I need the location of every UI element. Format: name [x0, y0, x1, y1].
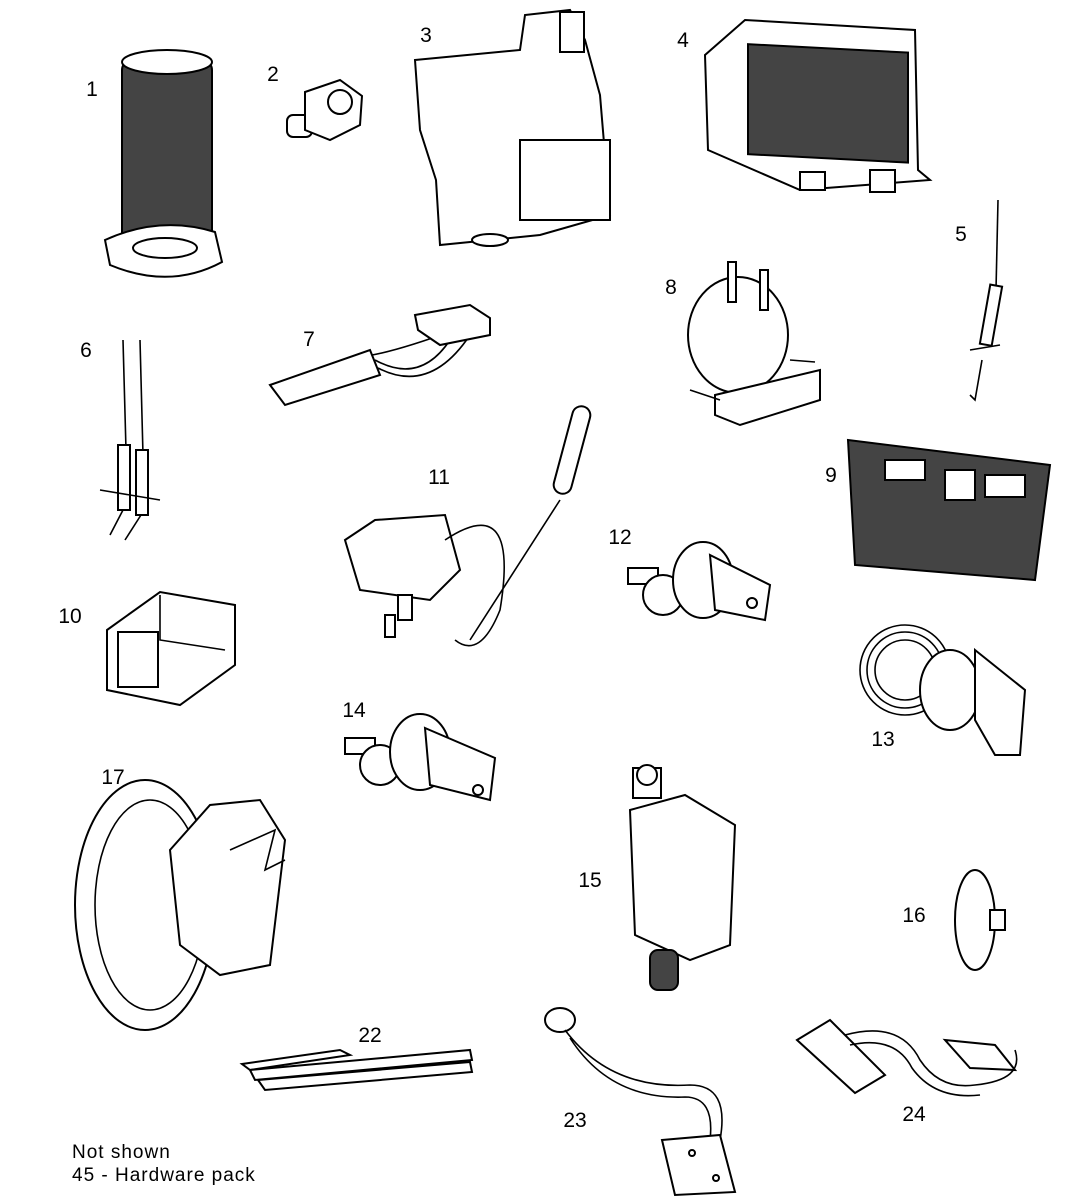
part-label-10: 10 — [58, 605, 82, 628]
part-label-17: 17 — [101, 766, 125, 789]
part-label-9: 9 — [825, 464, 837, 487]
part-3-gas-valve — [413, 8, 612, 247]
part-label-6: 6 — [80, 339, 92, 362]
part-23-flow-pipe — [544, 1007, 737, 1197]
part-11-thermostat — [343, 405, 592, 647]
part-9-pcb — [846, 438, 1052, 582]
part-label-3: 3 — [420, 24, 432, 47]
part-5-electrode — [969, 199, 1004, 402]
part-label-4: 4 — [677, 29, 689, 52]
not-shown-note: Not shown 45 - Hardware pack — [72, 1141, 256, 1187]
note-heading: Not shown — [72, 1142, 171, 1163]
part-17-fan-assembly — [74, 779, 287, 1031]
part-label-5: 5 — [955, 223, 967, 246]
part-label-14: 14 — [342, 699, 366, 722]
part-label-8: 8 — [665, 276, 677, 299]
part-label-23: 23 — [563, 1109, 587, 1132]
part-4-control-box — [703, 18, 933, 193]
part-label-12: 12 — [608, 526, 632, 549]
part-7-ignition-lead — [268, 303, 491, 407]
part-label-7: 7 — [303, 328, 315, 351]
part-label-15: 15 — [578, 869, 602, 892]
part-10-connector-block — [106, 590, 236, 707]
part-14-limit-thermostat — [344, 713, 497, 802]
part-16-control-knob — [954, 869, 1006, 971]
part-2-injector — [286, 78, 364, 142]
part-8-pressure-switch — [687, 261, 821, 427]
part-label-24: 24 — [902, 1103, 926, 1126]
note-item: 45 - Hardware pack — [72, 1165, 256, 1186]
part-13-capillary-thermostat — [859, 624, 1027, 756]
part-12-overheat-thermostat — [627, 541, 772, 622]
part-1-burner — [103, 49, 224, 278]
part-label-22: 22 — [358, 1024, 382, 1047]
part-label-1: 1 — [86, 78, 98, 101]
part-24-return-pipe — [795, 1018, 1018, 1097]
part-label-13: 13 — [871, 728, 895, 751]
part-22-insulation-strips — [239, 1048, 474, 1092]
part-label-11: 11 — [428, 466, 450, 489]
part-15-expansion-vessel — [628, 764, 737, 991]
part-6-electrode — [99, 339, 161, 541]
part-label-2: 2 — [267, 63, 279, 86]
part-label-16: 16 — [902, 904, 926, 927]
